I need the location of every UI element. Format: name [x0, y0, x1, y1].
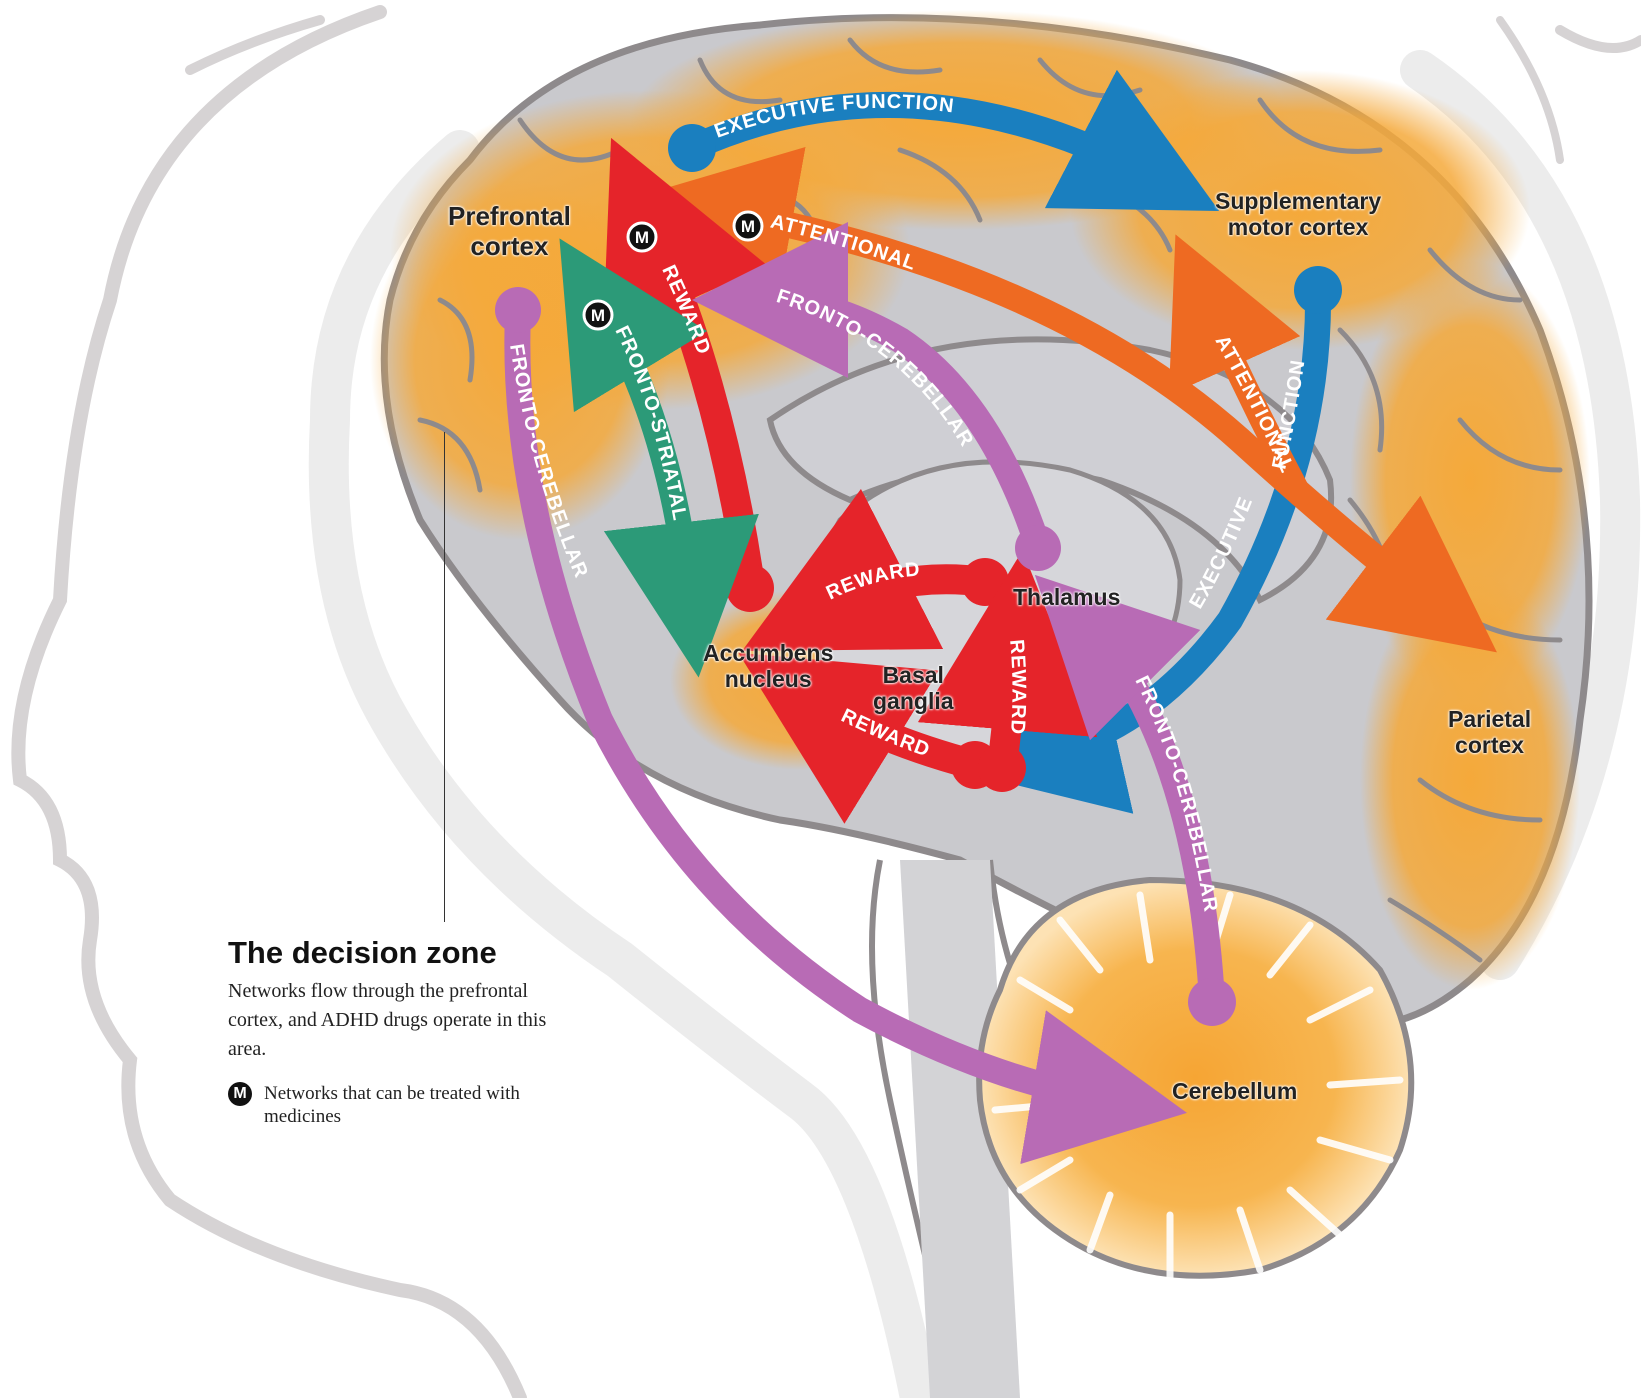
medicine-badge-attentional: M	[734, 212, 762, 240]
medicine-badge-fronto-striatal: M	[584, 301, 612, 329]
svg-text:M: M	[591, 306, 605, 325]
cerebellum-label: Cerebellum	[1172, 1078, 1297, 1104]
legend: M Networks that can be treated with medi…	[228, 1082, 524, 1128]
thalamus-label: Thalamus	[1013, 584, 1120, 610]
parietal-cortex-label: Parietal cortex	[1448, 706, 1531, 759]
svg-text:M: M	[635, 228, 649, 247]
executive-function-node	[668, 124, 716, 172]
basal-ganglia-label: Basal ganglia	[873, 662, 954, 715]
medicine-badge-icon: M	[228, 1082, 252, 1106]
legend-text: Networks that can be treated with medici…	[264, 1082, 524, 1128]
medicine-badge-reward: M	[628, 223, 656, 251]
info-description: Networks flow through the prefrontal cor…	[228, 977, 558, 1064]
supplementary-motor-cortex-label: Supplementary motor cortex	[1215, 188, 1381, 241]
info-title: The decision zone	[228, 935, 588, 971]
accumbens-nucleus-label: Accumbens nucleus	[703, 640, 833, 693]
executive-function-node-right	[1294, 266, 1342, 314]
svg-text:M: M	[741, 217, 755, 236]
callout-leader-line	[444, 432, 445, 922]
label-reward-thalamus: REWARD	[1005, 639, 1030, 736]
prefrontal-cortex-label: Prefrontal cortex	[448, 202, 571, 262]
info-panel: The decision zone Networks flow through …	[228, 935, 588, 1064]
